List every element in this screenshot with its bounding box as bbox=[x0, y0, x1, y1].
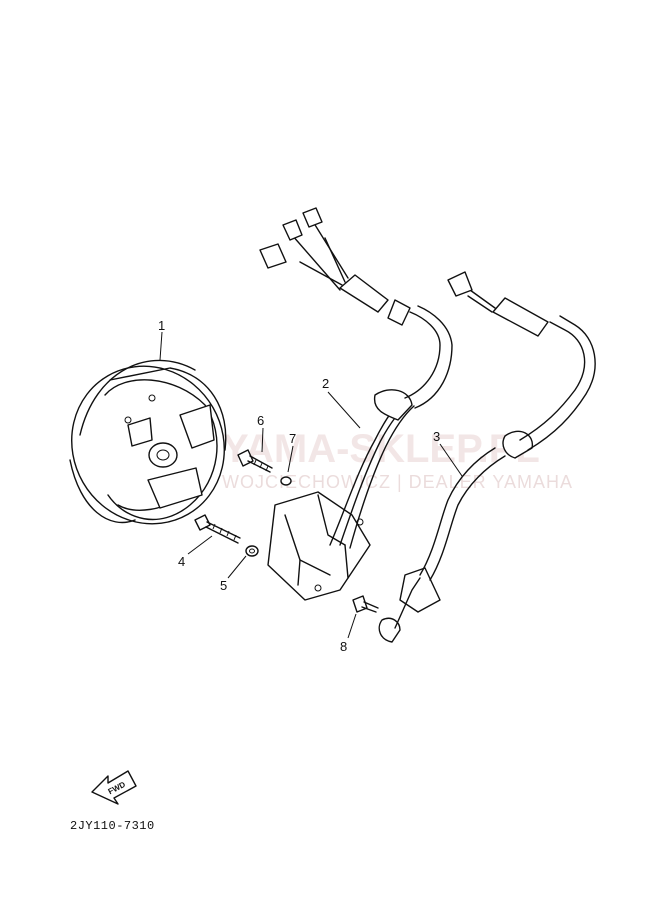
callout-8: 8 bbox=[340, 639, 347, 654]
fwd-arrow-icon: FWD bbox=[91, 770, 137, 805]
callout-2: 2 bbox=[322, 376, 329, 391]
callout-7: 7 bbox=[289, 431, 296, 446]
callout-5: 5 bbox=[220, 578, 227, 593]
leader-lines bbox=[159, 331, 463, 639]
pickup-coil-part bbox=[378, 271, 596, 643]
screw-4-part bbox=[194, 514, 241, 544]
callout-3: 3 bbox=[433, 429, 440, 444]
washer-7-part bbox=[280, 476, 292, 486]
callout-1: 1 bbox=[158, 318, 165, 333]
screw-8-part bbox=[352, 595, 379, 613]
callout-4: 4 bbox=[178, 554, 185, 569]
stator-coil-part bbox=[259, 207, 453, 601]
washer-5-part bbox=[245, 545, 259, 557]
callout-6: 6 bbox=[257, 413, 264, 428]
diagram-code: 2JY110-7310 bbox=[70, 819, 155, 833]
rotor-part bbox=[69, 359, 227, 525]
watermark-brand: YAMA-SKLEP.PL bbox=[222, 427, 540, 471]
screw-6-part bbox=[237, 449, 273, 473]
watermark-dealer: WOJCIECHOWICZ | DEALER YAMAHA bbox=[222, 472, 573, 492]
